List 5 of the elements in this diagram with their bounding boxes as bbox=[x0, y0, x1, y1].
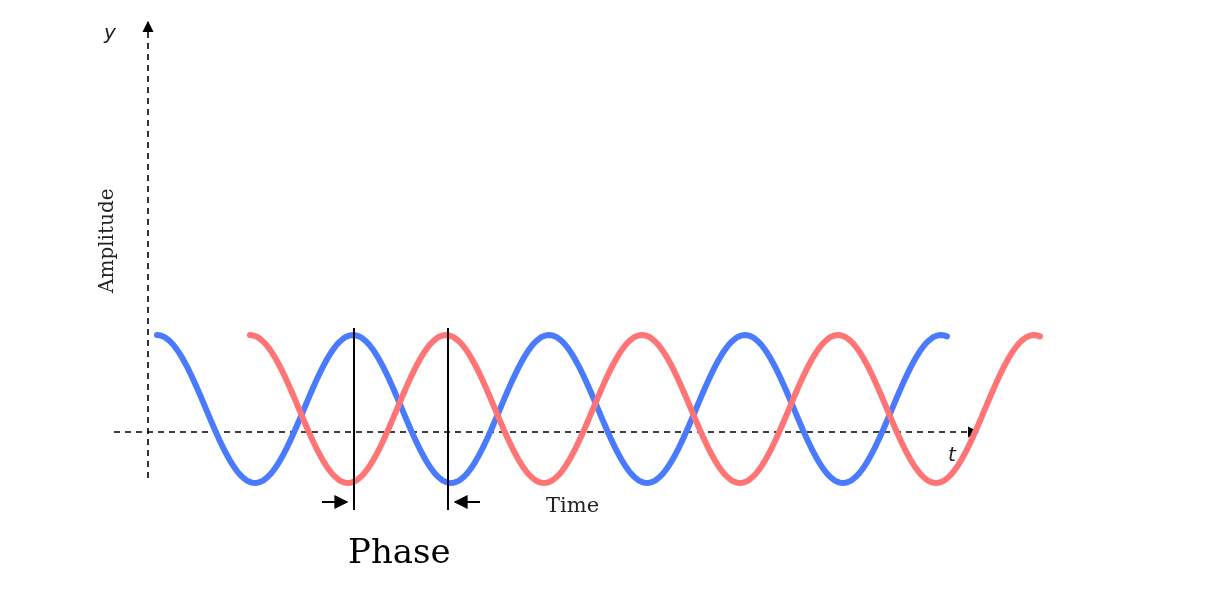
phase-label: Phase bbox=[348, 534, 451, 568]
axis-label: t bbox=[948, 444, 956, 464]
axis-title: Amplitude bbox=[96, 187, 116, 293]
axis-label: y bbox=[104, 22, 116, 42]
axis-title: Time bbox=[546, 495, 600, 516]
